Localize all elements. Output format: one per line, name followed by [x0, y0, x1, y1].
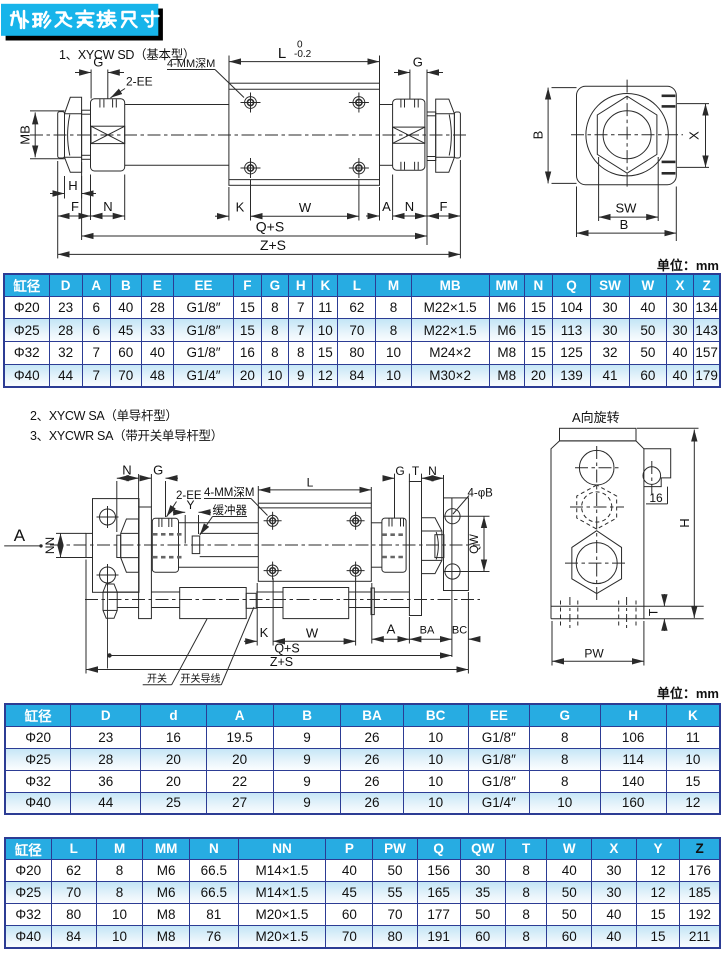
svg-text:MB: MB	[18, 125, 33, 145]
svg-text:G: G	[395, 464, 404, 478]
svg-text:T: T	[647, 608, 661, 616]
svg-text:BC: BC	[452, 625, 467, 637]
svg-text:PW: PW	[584, 647, 604, 661]
svg-text:W: W	[299, 200, 312, 215]
svg-text:N: N	[428, 464, 437, 478]
svg-text:Z+S: Z+S	[270, 655, 293, 669]
svg-text:Y: Y	[186, 498, 194, 512]
svg-text:T: T	[412, 464, 420, 478]
svg-text:QW: QW	[469, 534, 481, 554]
svg-text:G: G	[93, 55, 103, 70]
svg-text:2-EE: 2-EE	[126, 75, 153, 89]
svg-text:F: F	[440, 199, 448, 214]
svg-text:Q+S: Q+S	[256, 219, 284, 235]
svg-text:L: L	[307, 476, 314, 490]
svg-text:G: G	[413, 55, 423, 70]
svg-text:开关导线: 开关导线	[181, 672, 221, 685]
svg-text:2-EE: 2-EE	[176, 490, 202, 502]
svg-text:B: B	[531, 131, 546, 140]
svg-text:A: A	[14, 526, 26, 545]
svg-text:H: H	[68, 178, 77, 193]
svg-text:Q+S: Q+S	[274, 642, 299, 656]
svg-text:W: W	[306, 626, 319, 641]
svg-text:K: K	[260, 625, 269, 640]
svg-text:G: G	[153, 463, 163, 478]
svg-text:N: N	[103, 199, 112, 214]
svg-text:N: N	[122, 463, 131, 478]
svg-text:F: F	[71, 199, 79, 214]
svg-text:-0.2: -0.2	[294, 49, 312, 60]
svg-text:B: B	[620, 217, 629, 232]
svg-text:K: K	[236, 200, 245, 215]
svg-text:缓冲器: 缓冲器	[213, 503, 248, 517]
svg-text:4-MM深M: 4-MM深M	[204, 485, 254, 499]
svg-text:0: 0	[297, 40, 303, 51]
svg-text:N: N	[405, 199, 414, 214]
svg-text:开关: 开关	[147, 672, 167, 685]
svg-text:A: A	[382, 199, 391, 214]
svg-text:X: X	[687, 131, 702, 140]
svg-text:Z+S: Z+S	[260, 237, 286, 253]
svg-text:16: 16	[649, 491, 663, 505]
svg-text:NN: NN	[43, 537, 57, 554]
svg-text:BA: BA	[420, 625, 435, 637]
svg-text:4-MM深M: 4-MM深M	[167, 57, 215, 70]
svg-text:L: L	[278, 45, 286, 62]
svg-text:SW: SW	[616, 201, 638, 216]
svg-text:H: H	[677, 518, 692, 527]
svg-text:A: A	[387, 622, 396, 637]
svg-text:4-φB: 4-φB	[468, 488, 494, 500]
